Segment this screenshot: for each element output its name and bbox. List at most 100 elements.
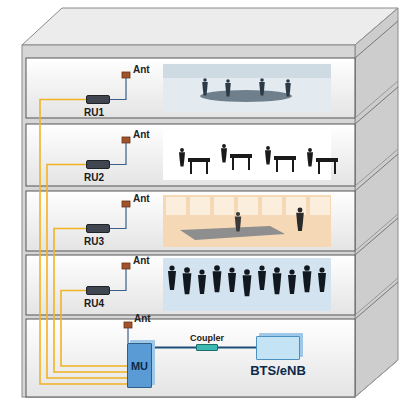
person-body (296, 213, 304, 231)
person-body (225, 83, 231, 96)
antenna-feeder (110, 143, 126, 165)
ru-box: RU1 (86, 95, 110, 104)
office-window (310, 197, 330, 215)
desk-leg (232, 158, 234, 170)
rf-cable (218, 347, 256, 349)
floor-edge (355, 360, 398, 397)
person-body (273, 273, 282, 294)
floor-edge (355, 218, 398, 255)
ru-label: RU4 (84, 298, 104, 309)
office-window (286, 197, 306, 215)
person-head (222, 144, 226, 148)
person-body (259, 82, 265, 95)
person-head (226, 79, 230, 83)
person-body (228, 273, 236, 292)
person-body (168, 271, 176, 290)
desk-picture (163, 130, 331, 180)
building-roof (22, 8, 398, 45)
person-body (265, 150, 271, 164)
fiber-link (47, 165, 127, 379)
person-head (266, 146, 270, 150)
antenna-feeder (110, 207, 126, 229)
meeting-wall (163, 64, 331, 78)
person-body (307, 152, 313, 166)
fiber-link (40, 100, 127, 385)
mu-box: MU (127, 343, 152, 388)
office-window (190, 197, 210, 215)
person-body (243, 275, 252, 296)
antenna-symbol (122, 201, 130, 207)
person-head (236, 212, 240, 216)
antenna-symbol (124, 322, 132, 328)
floor-panel (26, 58, 355, 118)
person-head (199, 269, 204, 274)
coupler-label: Coupler (190, 333, 224, 343)
antenna-feeder (127, 328, 128, 343)
ru-label: RU3 (84, 236, 104, 247)
drawing-part (163, 64, 338, 311)
person-head (229, 267, 234, 272)
meeting-picture (163, 64, 331, 112)
coupler-box: Coupler (196, 344, 218, 351)
floor-edge (355, 149, 398, 186)
antenna-label: Ant (134, 313, 151, 324)
office-picture (163, 195, 331, 247)
floor-edge (355, 214, 398, 251)
antenna-label: Ant (133, 129, 150, 140)
desk-leg (334, 162, 336, 174)
person-head (304, 265, 310, 271)
antenna-symbol (122, 72, 130, 78)
desk-leg (276, 160, 278, 172)
floor-panel (26, 191, 355, 251)
antenna-label: Ant (133, 193, 150, 204)
floor-panel (26, 124, 355, 186)
person-head (289, 269, 294, 274)
person-head (298, 208, 303, 213)
building-front (22, 45, 355, 397)
desk (274, 156, 296, 160)
floor-edge (355, 81, 398, 118)
mu-label: MU (131, 360, 148, 372)
desk-leg (248, 158, 250, 170)
bts-label: BTS/eNB (250, 363, 306, 378)
desk-leg (292, 160, 294, 172)
antenna-feeder (110, 78, 126, 100)
person-head (260, 78, 264, 82)
floor-panel (26, 319, 355, 397)
person-head (184, 267, 190, 273)
ru-box: RU2 (86, 160, 110, 169)
drawing-part (26, 21, 398, 397)
meeting-table (200, 90, 292, 102)
person-head (180, 148, 184, 152)
person-body (303, 271, 312, 292)
antenna-symbol (122, 263, 130, 269)
person-head (214, 265, 220, 271)
antenna-label: Ant (133, 64, 150, 75)
office-window (262, 197, 282, 215)
desk (188, 158, 210, 162)
person-body (235, 216, 241, 231)
floor-edge (355, 87, 398, 124)
person-head (259, 265, 264, 270)
person-body (183, 273, 192, 294)
person-body (318, 273, 326, 292)
person-body (258, 271, 266, 290)
office-desk (180, 226, 285, 240)
person-head (203, 78, 207, 82)
ru-label: RU2 (84, 172, 104, 183)
person-head (169, 265, 174, 270)
fiber-link (61, 291, 127, 367)
desk-leg (318, 162, 320, 174)
person-body (288, 275, 296, 294)
crowd-picture (163, 258, 331, 311)
person-body (213, 271, 222, 292)
floor-edge (355, 21, 398, 58)
floor-panel (26, 255, 355, 315)
antenna-symbol (122, 137, 130, 143)
person-body (198, 275, 206, 294)
desk (230, 154, 252, 158)
desk-leg (190, 162, 192, 174)
bts-box: BTS/eNB (256, 336, 300, 360)
